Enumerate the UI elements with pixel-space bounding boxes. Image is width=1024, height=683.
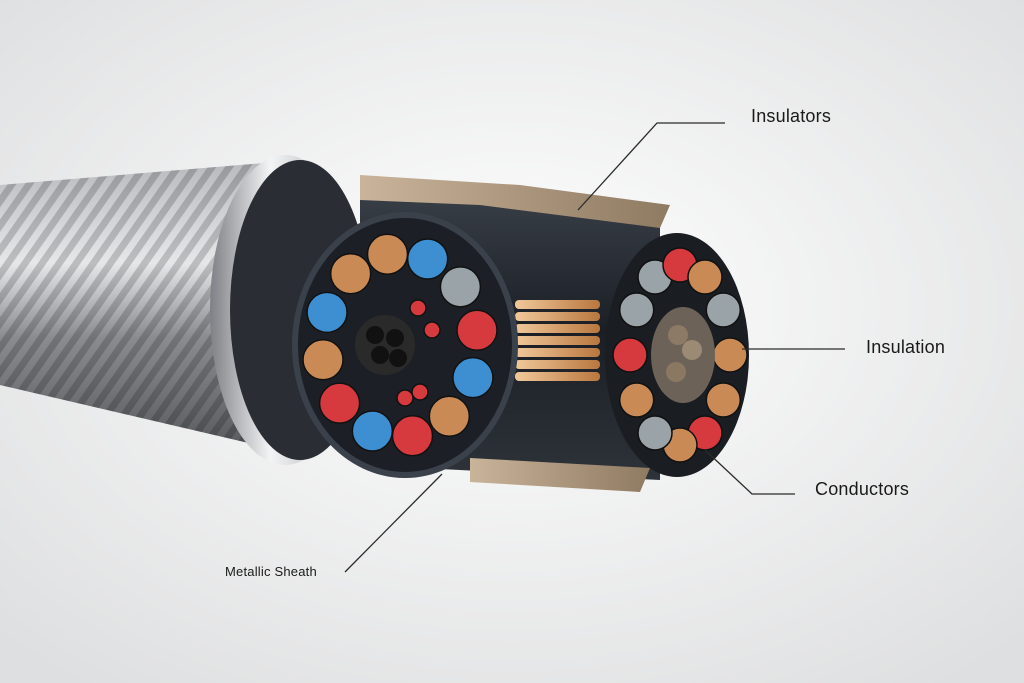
label-insulation: Insulation xyxy=(866,337,946,357)
front-conductor-circle xyxy=(318,382,361,424)
rear-conductor-circle xyxy=(618,292,655,328)
leader-lines xyxy=(344,122,845,573)
rear-conductor-circle xyxy=(687,259,723,295)
front-conductor-circle xyxy=(406,238,449,280)
rear-center-core xyxy=(651,307,715,403)
front-conductor-circle xyxy=(366,233,409,275)
conductors-leader xyxy=(704,449,795,495)
front-small-conductor-circle xyxy=(411,383,429,401)
front-conductor-circle xyxy=(439,266,482,308)
rear-conductor-circle xyxy=(618,382,655,418)
front-conductor-circle xyxy=(452,356,494,399)
metallic-sheath-leader xyxy=(344,473,443,573)
rear-conductor-circle xyxy=(705,382,742,418)
front-conductor-circle xyxy=(428,395,471,438)
rear-conductor-circle xyxy=(612,337,648,373)
copper-strands xyxy=(515,300,600,381)
label-conductors: Conductors xyxy=(815,479,910,499)
label-insulators: Insulators xyxy=(751,106,832,126)
front-cross-section xyxy=(292,212,518,478)
insulators-leader xyxy=(577,122,725,211)
rear-conductor-circle xyxy=(705,292,742,328)
rear-conductor-circle xyxy=(637,415,673,451)
rear-cross-section xyxy=(605,233,749,477)
front-conductor-circle xyxy=(351,410,394,452)
front-conductor-circle xyxy=(391,415,434,457)
center-core xyxy=(355,315,415,375)
front-small-conductor-circle xyxy=(423,321,441,339)
front-conductor-circle xyxy=(306,291,348,334)
front-conductor-circle xyxy=(329,252,372,295)
front-conductor-circle xyxy=(302,339,344,381)
front-small-conductor-circle xyxy=(396,389,414,407)
front-conductor-circle xyxy=(456,309,498,351)
label-metallic-sheath: Metallic Sheath xyxy=(225,564,317,579)
front-small-conductor-circle xyxy=(409,299,427,317)
rear-conductor-circle xyxy=(712,337,748,373)
